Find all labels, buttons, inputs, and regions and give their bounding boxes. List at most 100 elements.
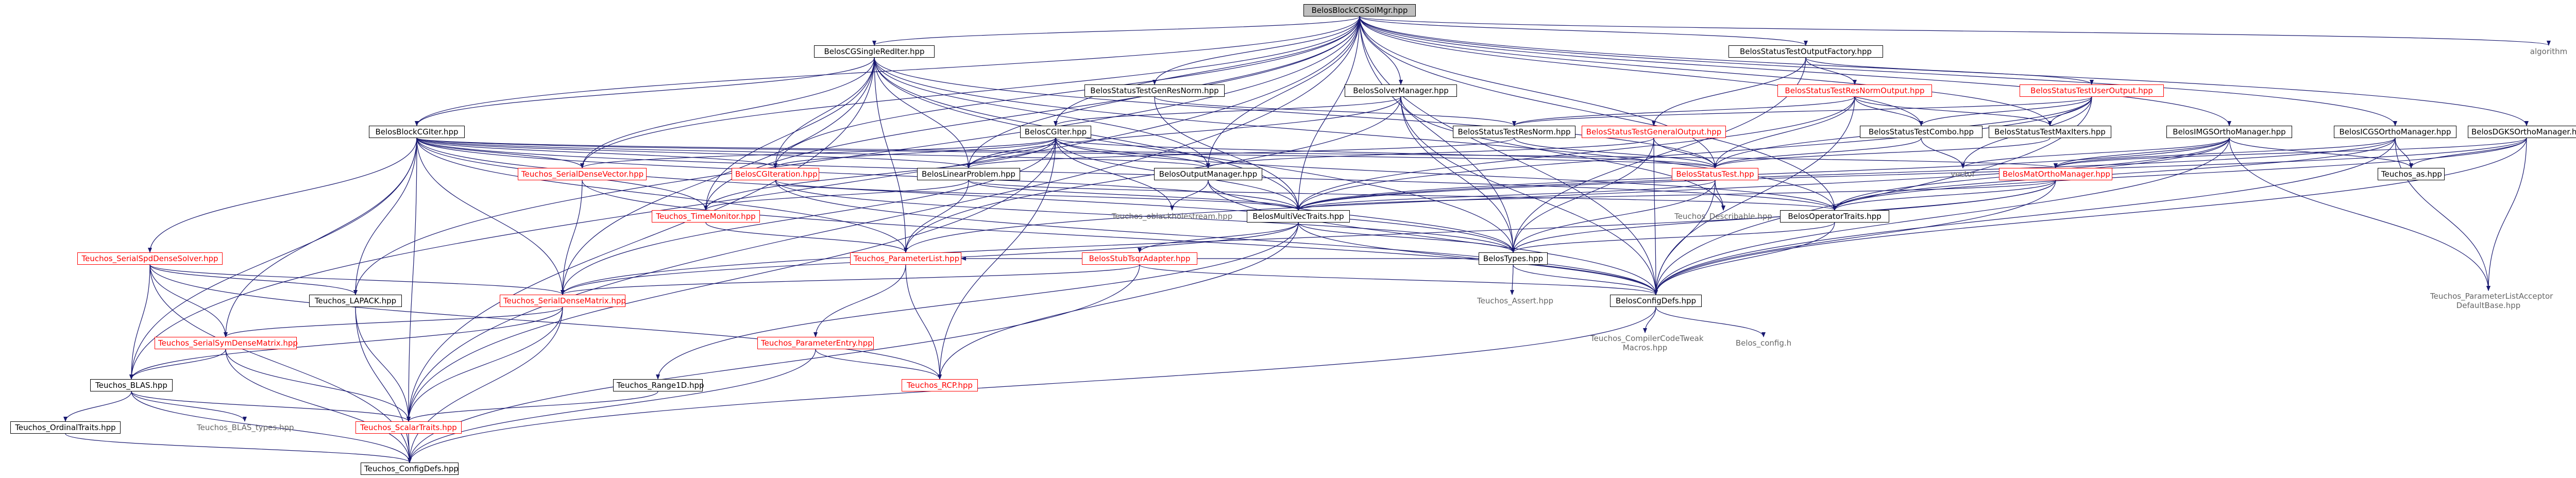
- edge-cgiter-to-optraits: [1055, 138, 1837, 211]
- edge-root-to-serialdensevec: [580, 16, 1360, 168]
- edge-cgsingle-to-scalartraits: [406, 57, 875, 422]
- edge-cgsingle-to-timemon: [704, 57, 875, 211]
- edge-useroutput-to-resnorm: [1512, 96, 2092, 126]
- edge-blockcgiter-to-serialdensemat: [416, 138, 565, 295]
- node-belos-imgsorthomanager[interactable]: BelosIMGSOrthoManager.hpp: [2166, 126, 2292, 138]
- edge-statustest-to-configdefs: [1654, 180, 1716, 295]
- edge-matortho-to-configdefs: [1654, 180, 2056, 295]
- node-belos-matorthomanager[interactable]: BelosMatOrthoManager.hpp: [1999, 168, 2112, 180]
- node-algorithm[interactable]: algorithm: [2530, 47, 2568, 56]
- node-belos-linearproblem[interactable]: BelosLinearProblem.hpp: [917, 168, 1020, 180]
- edge-resnormout-to-multivec: [1296, 96, 1855, 211]
- edge-multivec-to-belostypes: [1298, 222, 1515, 253]
- edge-resnormout-to-maxiters: [1854, 96, 2052, 126]
- node-belos-statustestresnormoutput[interactable]: BelosStatusTestResNormOutput.hpp: [1777, 84, 1932, 97]
- edge-solvermgr-to-cgiter: [1054, 96, 1401, 126]
- node-teuchos-parameterentry[interactable]: Teuchos_ParameterEntry.hpp: [757, 337, 874, 349]
- node-belos-config[interactable]: Belos_config.h: [1735, 338, 1792, 348]
- edge-dgks-to-matortho: [2054, 138, 2527, 168]
- edge-root-to-cgiteration: [773, 16, 1360, 168]
- edge-root-to-maxiters: [1359, 16, 2052, 126]
- edge-serialspd-to-rcp: [149, 264, 942, 380]
- edge-blockcgiter-to-statustest: [416, 138, 1717, 168]
- edge-serialdensemat-to-teuchosconfig: [408, 306, 563, 463]
- edge-blockcgiter-to-serialdensevec: [416, 138, 584, 168]
- edge-serialdensemat-to-scalartraits: [406, 306, 563, 422]
- node-teuchos-serialdensevector[interactable]: Teuchos_SerialDenseVector.hpp: [518, 168, 647, 180]
- node-teuchos-serialsymdensematrix[interactable]: Teuchos_SerialSymDenseMatrix.hpp: [155, 337, 298, 349]
- node-belos-dgksorthomanager[interactable]: BelosDGKSOrthoManager.hpp: [2468, 126, 2576, 138]
- edge-blas-to-scalartraits: [131, 391, 411, 422]
- node-belos-statustestcombo[interactable]: BelosStatusTestCombo.hpp: [1860, 126, 1982, 138]
- edge-lapack-to-teuchosconfig: [355, 306, 412, 463]
- node-teuchos-ordinaltraits[interactable]: Teuchos_OrdinalTraits.hpp: [10, 421, 121, 434]
- node-teuchos-serialdensematrix[interactable]: Teuchos_SerialDenseMatrix.hpp: [500, 295, 626, 307]
- node-belos-stubtsqradapter[interactable]: BelosStubTsqrAdapter.hpp: [1082, 252, 1197, 265]
- edge-imgs-to-configdefs: [1654, 138, 2230, 295]
- node-teuchos-blas-types[interactable]: Teuchos_BLAS_types.hpp: [197, 423, 294, 432]
- node-belos-multivectraits[interactable]: BelosMultiVecTraits.hpp: [1247, 210, 1350, 223]
- edge-blockcgiter-to-linprob: [416, 138, 971, 168]
- edge-icgs-to-teuchosas: [2395, 138, 2413, 168]
- edge-cgsingle-to-paramlist: [874, 57, 908, 253]
- edge-cgsingle-to-outmgr: [874, 57, 1210, 168]
- node-teuchos-parameterlistacceptordefaultbase[interactable]: Teuchos_ParameterListAcceptor DefaultBas…: [2430, 292, 2553, 310]
- node-belos-icgsorthomanager[interactable]: BelosICGSOrthoManager.hpp: [2334, 126, 2456, 138]
- node-belos-statustestoutputfactory[interactable]: BelosStatusTestOutputFactory.hpp: [1728, 45, 1883, 58]
- node-belos-cgsingleRediter[interactable]: BelosCGSingleRedIter.hpp: [814, 45, 935, 58]
- node-teuchos-as[interactable]: Teuchos_as.hpp: [2378, 168, 2445, 180]
- node-teuchos-lapack[interactable]: Teuchos_LAPACK.hpp: [309, 295, 402, 307]
- node-teuchos-range1d[interactable]: Teuchos_Range1D.hpp: [613, 379, 704, 391]
- edge-maxiters-to-statustest: [1713, 138, 2050, 168]
- edge-serialspd-to-blas: [129, 264, 150, 380]
- node-teuchos-serialspddensesolver[interactable]: Teuchos_SerialSpdDenseSolver.hpp: [77, 252, 223, 265]
- node-belos-operatortraits[interactable]: BelosOperatorTraits.hpp: [1780, 210, 1889, 223]
- node-belos-statustestgeneraloutput[interactable]: BelosStatusTestGeneralOutput.hpp: [1582, 126, 1726, 138]
- edge-genoutput-to-configdefs: [1653, 138, 1658, 295]
- edge-statustest-to-describable: [1715, 180, 1725, 211]
- edge-root-to-imgs: [1359, 16, 2231, 126]
- edge-cgiter-to-timemon: [704, 138, 1056, 211]
- node-teuchos-configdefs[interactable]: Teuchos_ConfigDefs.hpp: [361, 463, 459, 475]
- edge-dgks-to-configdefs: [1654, 138, 2527, 295]
- node-teuchos-describable[interactable]: Teuchos_Describable.hpp: [1674, 212, 1772, 221]
- node-belos-cgiteration[interactable]: BelosCGIteration.hpp: [732, 168, 819, 180]
- edge-blas-to-teuchosconfig: [131, 391, 412, 463]
- edge-cgiteration-to-multivec: [775, 180, 1300, 211]
- node-belos-statustestmaxiters[interactable]: BelosStatusTestMaxIters.hpp: [1989, 126, 2111, 138]
- node-belos-outputmanager[interactable]: BelosOutputManager.hpp: [1154, 168, 1262, 180]
- node-teuchos-compilercodetweakmacros[interactable]: Teuchos_CompilerCodeTweak Macros.hpp: [1590, 334, 1704, 352]
- edge-icgs-to-configdefs: [1654, 138, 2396, 295]
- node-teuchos-parameterlist[interactable]: Teuchos_ParameterList.hpp: [850, 252, 961, 265]
- node-teuchos-oblackholestream[interactable]: Teuchos_oblackholestream.hpp: [1111, 212, 1233, 221]
- node-belos-types[interactable]: BelosTypes.hpp: [1479, 252, 1548, 265]
- node-belos-cgiter[interactable]: BelosCGIter.hpp: [1020, 126, 1091, 138]
- node-belos-solvermanager[interactable]: BelosSolverManager.hpp: [1345, 84, 1457, 97]
- edge-icgs-to-placcept: [2395, 138, 2490, 291]
- node-belos-blockcgiter[interactable]: BelosBlockCGIter.hpp: [369, 126, 465, 138]
- node-teuchos-blas[interactable]: Teuchos_BLAS.hpp: [90, 379, 173, 391]
- node-belos-statustestgenresnorm[interactable]: BelosStatusTestGenResNorm.hpp: [1084, 84, 1225, 97]
- edge-root-to-cgsingle: [872, 16, 1360, 46]
- edge-outmgr-to-belostypes: [1208, 180, 1515, 253]
- node-teuchos-scalartraits[interactable]: Teuchos_ScalarTraits.hpp: [355, 421, 462, 434]
- edge-imgs-to-multivec: [1296, 138, 2230, 211]
- node-belos-configdefs[interactable]: BelosConfigDefs.hpp: [1610, 295, 1702, 307]
- node-teuchos-rcp[interactable]: Teuchos_RCP.hpp: [902, 379, 978, 391]
- edge-blockcgiter-to-matortho: [416, 138, 2057, 168]
- edge-root-to-icgs: [1359, 16, 2397, 126]
- edge-dgks-to-multivec: [1296, 138, 2527, 211]
- node-vector[interactable]: vector: [1951, 169, 1975, 179]
- edge-linprob-to-timemon: [704, 180, 969, 211]
- node-teuchos-assert[interactable]: Teuchos_Assert.hpp: [1477, 296, 1554, 305]
- edge-blockcgiter-to-paramlist: [416, 138, 908, 253]
- edge-root-to-scalartraits: [406, 16, 1360, 422]
- edge-cgiter-to-outmgr: [1055, 138, 1210, 168]
- node-belos-statustestresnorm[interactable]: BelosStatusTestResNorm.hpp: [1453, 126, 1575, 138]
- node-belos-statustest[interactable]: BelosStatusTest.hpp: [1672, 168, 1758, 180]
- node-belos-statustestuseroutput[interactable]: BelosStatusTestUserOutput.hpp: [2020, 84, 2164, 97]
- edge-belostypes-to-configdefs: [1513, 264, 1658, 295]
- node-teuchos-timemonitor[interactable]: Teuchos_TimeMonitor.hpp: [652, 210, 760, 223]
